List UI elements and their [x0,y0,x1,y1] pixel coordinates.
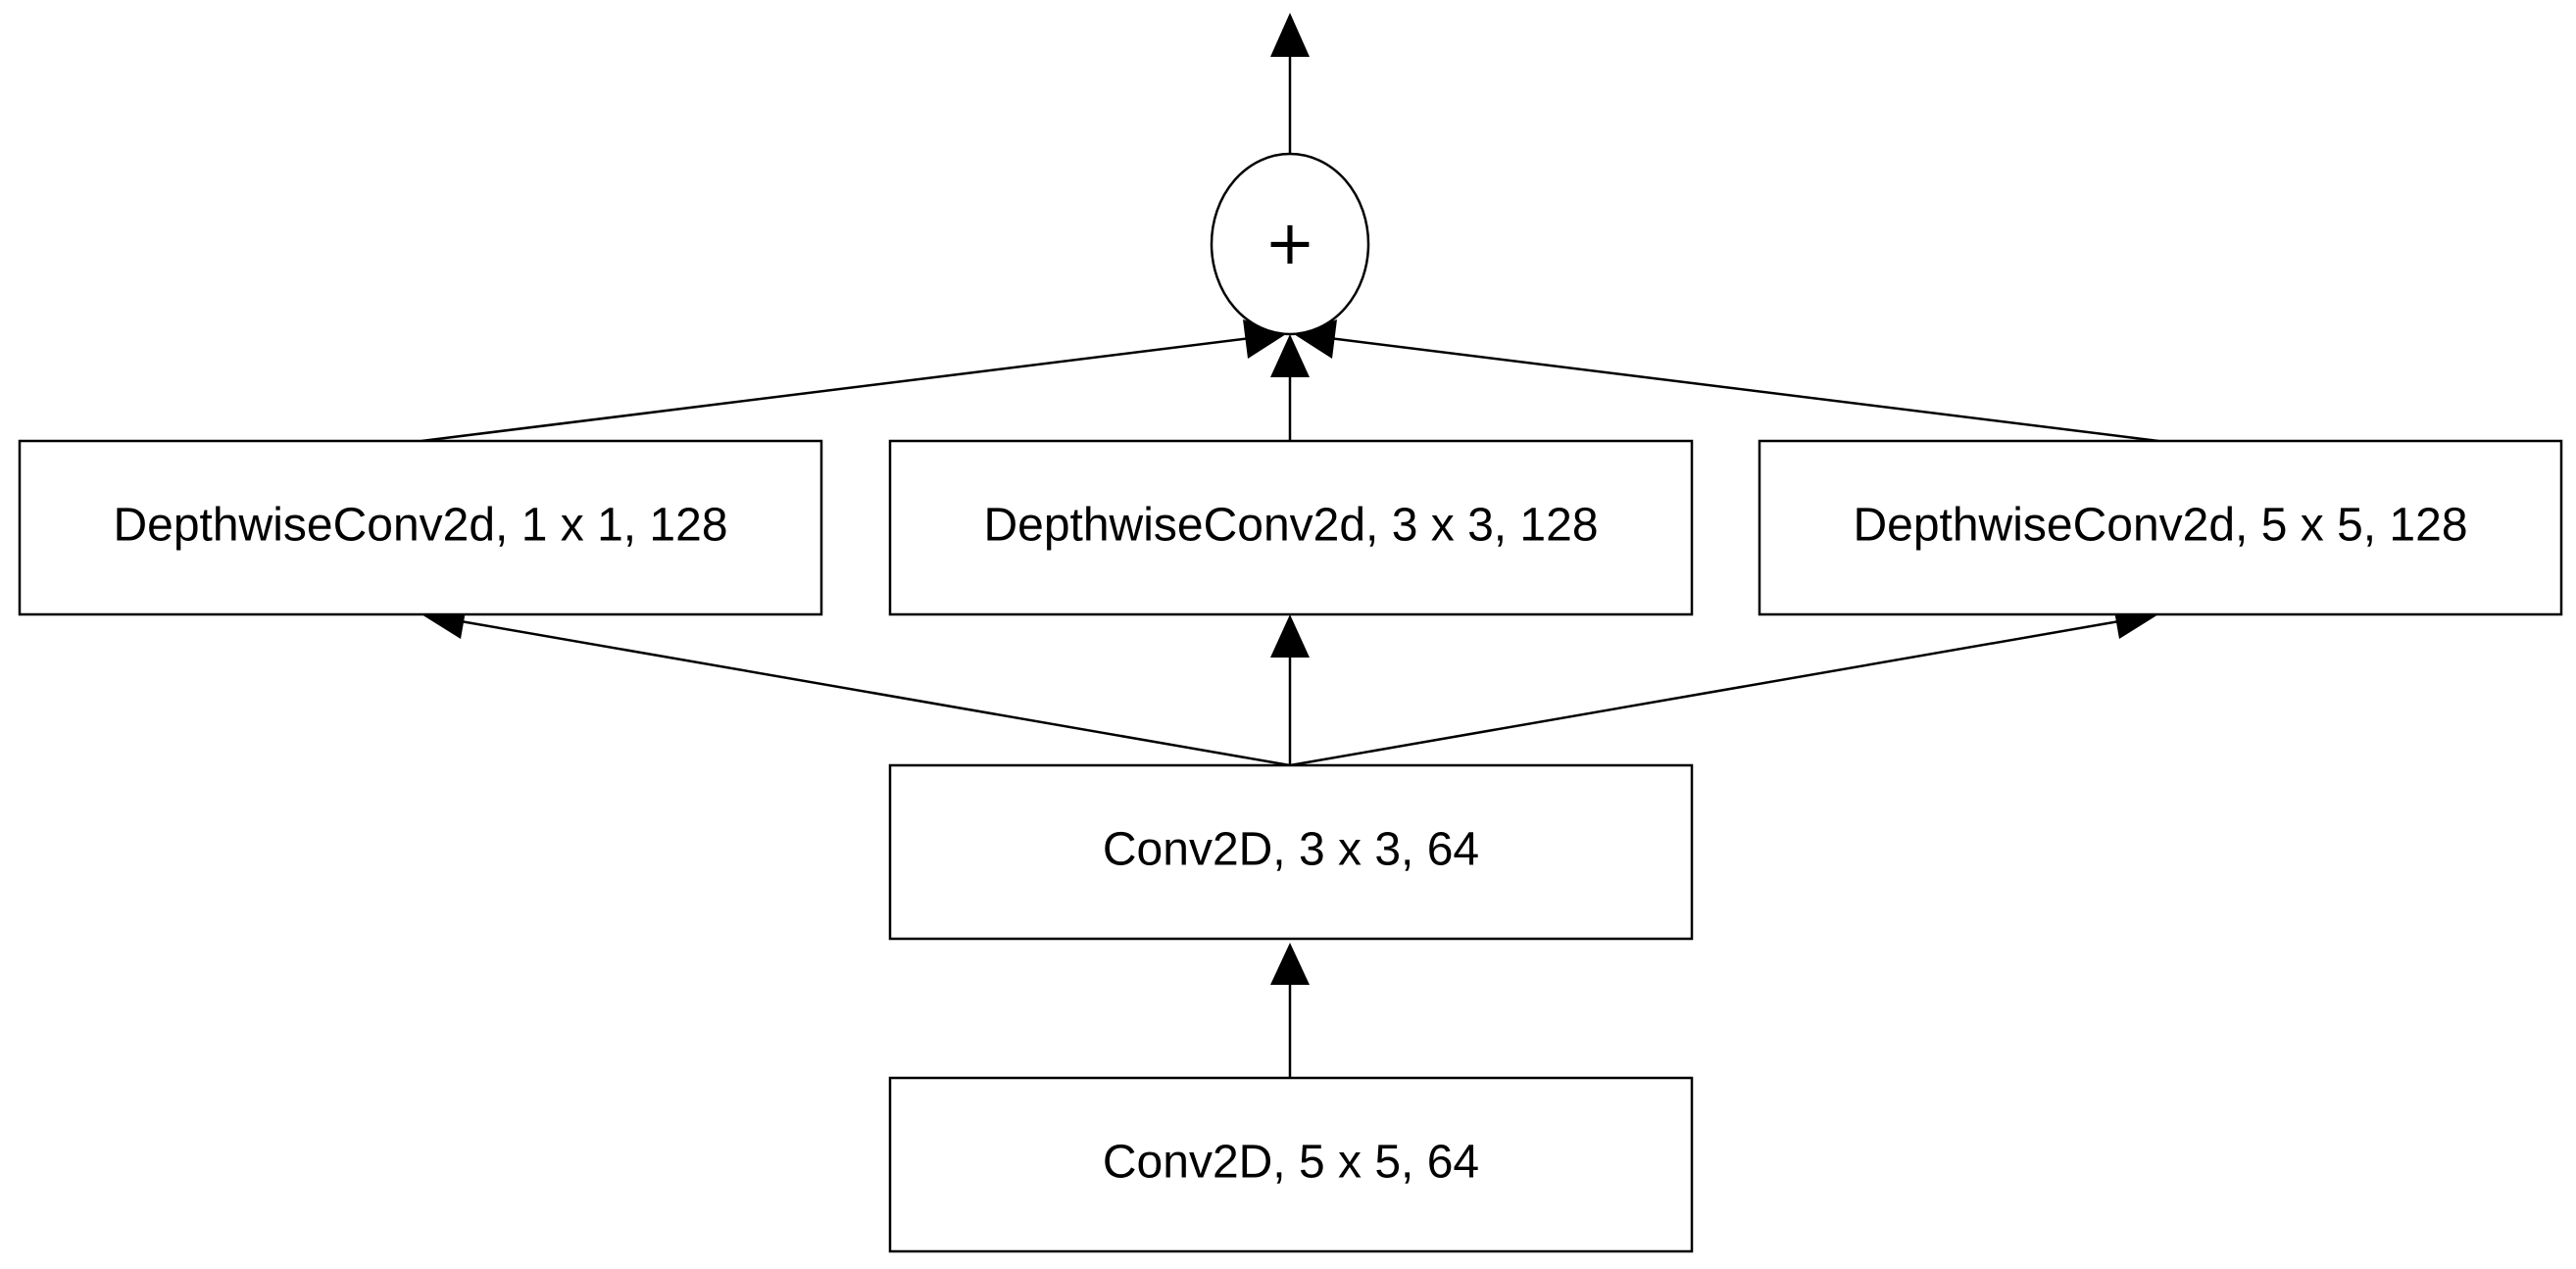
arrowhead-sum-to-output [1270,13,1310,57]
node-dw1-box [18,439,823,616]
node-dw3-label: DepthwiseConv2d, 3 x 3, 128 [983,500,1598,552]
node-dw1: DepthwiseConv2d, 1 x 1, 128 [18,439,823,616]
node-sum-label: + [1264,207,1315,278]
node-conv: Conv2D, 3 x 3, 64 [888,763,1694,941]
node-input-label: Conv2D, 5 x 5, 64 [1103,1137,1479,1189]
edge-dw1-to-sum [421,336,1252,443]
node-sum: + [1210,152,1370,336]
node-dw1-label: DepthwiseConv2d, 1 x 1, 128 [113,500,727,552]
node-dw3: DepthwiseConv2d, 3 x 3, 128 [888,439,1694,616]
node-conv-label: Conv2D, 3 x 3, 64 [1103,824,1479,876]
node-input: Conv2D, 5 x 5, 64 [888,1076,1694,1253]
node-dw5-box [1758,439,2563,616]
edge-dw5-to-sum [1328,336,2159,443]
arrowhead-dw3-to-sum [1270,334,1310,377]
node-dw3-box [888,439,1694,616]
edge-conv-to-dw5 [1289,619,2120,767]
node-dw5-label: DepthwiseConv2d, 5 x 5, 128 [1853,500,2467,552]
node-dw5: DepthwiseConv2d, 5 x 5, 128 [1758,439,2563,616]
edge-conv-to-dw1 [460,619,1291,767]
node-input-box [888,1076,1694,1253]
arrowhead-conv-to-dw3 [1270,614,1310,658]
edges [421,13,2159,1078]
arrowhead-dw5-to-sum [1294,319,1337,359]
node-conv-box [888,763,1694,941]
node-sum-circle [1210,152,1370,336]
arrowhead-dw1-to-sum [1243,319,1286,359]
arrowhead-input-to-conv [1270,943,1310,985]
